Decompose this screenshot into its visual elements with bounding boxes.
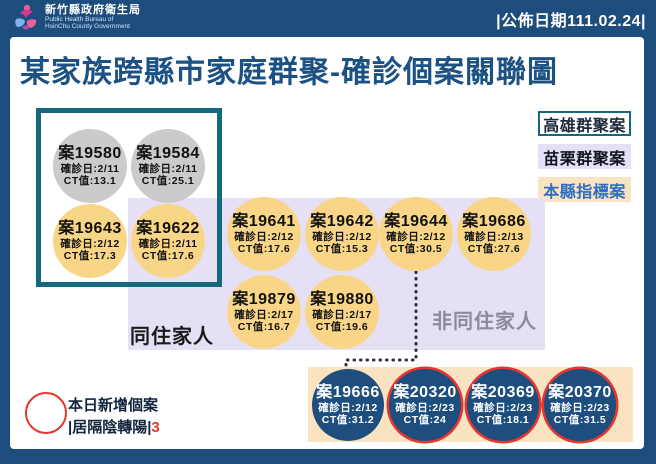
case-confirm-date: 確診日:2/11 [60,163,120,176]
non-cohabit-family-label: 非同住家人 [432,311,537,333]
bureau-logo-icon [15,4,37,30]
case-ct-value: CT值:31.5 [553,414,607,427]
case-ct-value: CT值:18.1 [476,414,530,427]
legend-county-index-case: 本縣指標案 [538,177,631,202]
case-ct-value: CT值:30.5 [389,243,443,256]
case-19580: 案19580 確診日:2/11 CT值:13.1 [53,129,127,203]
case-id: 案19644 [384,212,448,230]
cluster-legend: 高雄群聚案 苗栗群聚案 本縣指標案 [538,111,631,202]
case-20320: 案20320 確診日:2/23 CT值:24 [389,369,461,441]
case-confirm-date: 確診日:2/12 [312,231,372,244]
case-19686: 案19686 確診日:2/13 CT值:27.6 [457,197,531,271]
kaohsiung-cluster-box [36,108,222,287]
new-case-legend-line2: |居隔陰轉陽|3 [68,417,160,439]
legend-miaoli-cluster: 苗栗群聚案 [538,144,631,169]
case-id: 案19880 [310,290,374,308]
publish-date: |公佈日期111.02.24| [496,13,646,30]
case-ct-value: CT值:17.6 [237,243,291,256]
case-id: 案19642 [310,212,374,230]
case-20369: 案20369 確診日:2/23 CT值:18.1 [467,369,539,441]
case-confirm-date: 確診日:2/23 [473,402,533,415]
case-19879: 案19879 確診日:2/17 CT值:16.7 [227,275,301,349]
case-ct-value: CT值:17.3 [63,250,117,263]
org-name-en-1: Public Health Bureau of [45,15,114,23]
case-confirm-date: 確診日:2/13 [464,231,524,244]
case-confirm-date: 確診日:2/11 [138,163,198,176]
case-ct-value: CT值:27.6 [467,243,521,256]
case-confirm-date: 確診日:2/12 [386,231,446,244]
case-id: 案20320 [393,383,457,401]
case-id: 案19686 [462,212,526,230]
case-19642: 案19642 確診日:2/12 CT值:15.3 [305,197,379,271]
case-19666: 案19666 確診日:2/12 CT值:31.2 [312,369,384,441]
case-confirm-date: 確診日:2/11 [138,238,198,251]
case-ct-value: CT值:24 [403,414,447,427]
case-confirm-date: 確診日:2/23 [395,402,455,415]
case-id: 案19641 [232,212,296,230]
case-ct-value: CT值:31.2 [321,414,375,427]
case-ct-value: CT值:16.7 [237,321,291,334]
new-case-legend-line1: 本日新增個案 [68,397,159,414]
case-confirm-date: 確診日:2/12 [234,231,294,244]
case-confirm-date: 確診日:2/23 [550,402,610,415]
case-id: 案19666 [316,383,380,401]
case-id: 案19580 [58,144,122,162]
case-19641: 案19641 確診日:2/12 CT值:17.6 [227,197,301,271]
case-ct-value: CT值:15.3 [315,243,369,256]
case-confirm-date: 確診日:2/17 [234,309,294,322]
case-id: 案20370 [548,383,612,401]
header-band: 新竹縣政府衛生局 Public Health Bureau of HsinChu… [0,0,656,37]
quarantine-conversion-count: 3 [151,418,160,436]
bureau-logo-text: 新竹縣政府衛生局 Public Health Bureau of HsinChu… [45,5,141,30]
case-20370: 案20370 確診日:2/23 CT值:31.5 [544,369,616,441]
case-id: 案19879 [232,290,296,308]
case-19584: 案19584 確診日:2/11 CT值:25.1 [131,129,205,203]
case-19643: 案19643 確診日:2/12 CT值:17.3 [53,204,127,278]
case-ct-value: CT值:13.1 [63,175,117,188]
case-confirm-date: 確診日:2/12 [318,402,378,415]
bureau-logo: 新竹縣政府衛生局 Public Health Bureau of HsinChu… [12,3,141,33]
case-confirm-date: 確診日:2/12 [60,238,120,251]
legend-kaohsiung-cluster: 高雄群聚案 [538,111,631,136]
case-ct-value: CT值:25.1 [141,175,195,188]
content-page: 某家族跨縣市家庭群聚-確診個案關聯圖 高雄群聚案 苗栗群聚案 本縣指標案 案19… [10,37,644,449]
case-19622: 案19622 確診日:2/11 CT值:17.6 [131,204,205,278]
new-case-legend: 本日新增個案 |居隔陰轉陽|3 [68,395,160,439]
case-19644: 案19644 確診日:2/12 CT值:30.5 [379,197,453,271]
case-id: 案19584 [136,144,200,162]
page-title: 某家族跨縣市家庭群聚-確診個案關聯圖 [20,56,558,89]
case-confirm-date: 確診日:2/17 [312,309,372,322]
case-id: 案20369 [471,383,535,401]
case-ct-value: CT值:17.6 [141,250,195,263]
case-id: 案19622 [136,219,200,237]
case-19880: 案19880 確診日:2/17 CT值:19.6 [305,275,379,349]
cohabit-family-label: 同住家人 [130,326,214,348]
org-name-zh: 新竹縣政府衛生局 [45,4,141,17]
org-name-en-2: HsinChu County Government [45,22,130,30]
case-ct-value: CT值:19.6 [315,321,369,334]
case-id: 案19643 [58,219,122,237]
new-case-ring-icon [25,392,67,434]
quarantine-conversion-label: |居隔陰轉陽| [68,418,152,436]
